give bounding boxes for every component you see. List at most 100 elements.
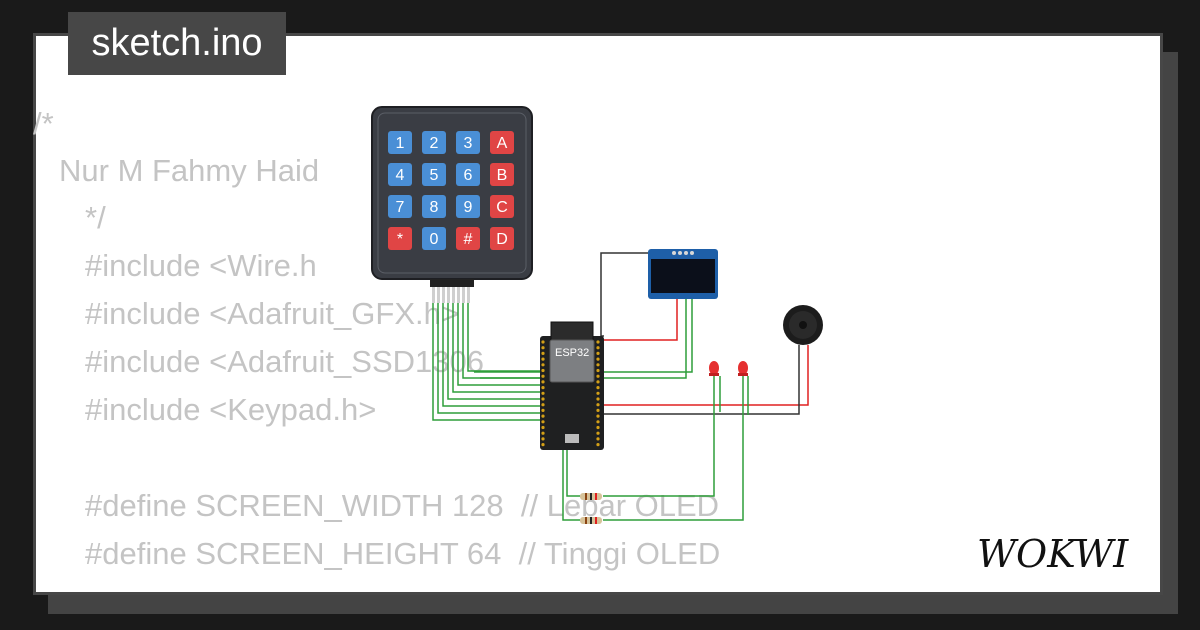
keypad-key-label: C	[496, 199, 508, 216]
wire	[603, 376, 715, 497]
esp32-pin	[541, 363, 545, 367]
preview-card	[33, 33, 1163, 595]
keypad-key[interactable]: 4	[388, 163, 412, 186]
led-2[interactable]	[738, 361, 748, 376]
keypad-key[interactable]: 8	[422, 195, 446, 218]
esp32-pin	[596, 443, 600, 447]
esp32-pin	[541, 368, 545, 373]
keypad-key-label: 4	[396, 167, 405, 184]
resistor-2[interactable]	[580, 517, 602, 524]
code-line: Nur M Fahmy Haid	[59, 153, 320, 188]
esp32-pin	[596, 351, 600, 355]
esp32-pin	[596, 403, 600, 407]
wire	[457, 303, 541, 386]
keypad-key-label: B	[497, 167, 508, 184]
wire	[452, 303, 541, 393]
oled-pin	[690, 251, 694, 255]
esp32-pin	[541, 414, 545, 418]
keypad-key[interactable]: #	[456, 227, 480, 250]
esp32-pin	[541, 443, 545, 447]
esp32-pin	[541, 431, 545, 435]
keypad-key[interactable]: 3	[456, 131, 480, 154]
wire	[447, 303, 541, 400]
keypad-key[interactable]: 9	[456, 195, 480, 218]
keypad-key[interactable]: D	[490, 227, 514, 250]
keypad-key-label: 9	[464, 199, 473, 216]
esp32-pin	[541, 351, 545, 355]
keypad-key-label: 0	[430, 231, 439, 248]
esp32-pin	[596, 363, 600, 367]
buzzer[interactable]	[783, 305, 823, 345]
esp32-pin	[596, 374, 600, 378]
code-line: /*	[33, 106, 54, 141]
keypad-pin	[447, 287, 450, 303]
wire	[462, 303, 541, 379]
esp32-pins	[541, 340, 600, 447]
esp32-pin	[541, 346, 545, 350]
esp32-pin	[596, 420, 600, 424]
esp32-pin	[541, 374, 545, 378]
keypad-pin	[432, 287, 435, 303]
keypad-key[interactable]: C	[490, 195, 514, 218]
wire	[604, 345, 800, 415]
keypad-pin	[462, 287, 465, 303]
keypad-key-label: A	[497, 135, 508, 152]
esp32-board[interactable]: ESP32	[540, 321, 604, 450]
esp32-pin	[596, 386, 600, 390]
keypad-key[interactable]: 6	[456, 163, 480, 186]
wokwi-wordmark: WOKWI	[977, 532, 1129, 576]
wire	[604, 345, 809, 406]
esp32-pin	[596, 380, 600, 384]
esp32-pin	[596, 346, 600, 350]
esp32-pin	[541, 403, 545, 407]
led-1[interactable]	[709, 361, 719, 376]
keypad-key-label: #	[464, 231, 473, 248]
wire	[442, 303, 541, 407]
esp32-pin	[541, 397, 545, 401]
esp32-pin	[596, 340, 600, 344]
keypad-key-label: 5	[430, 167, 439, 184]
file-name-tab: sketch.ino	[68, 12, 286, 75]
esp32-pin	[596, 408, 600, 412]
code-line: #define SCREEN_HEIGHT 64 // Tinggi OLED	[85, 536, 721, 571]
keypad-key[interactable]: 2	[422, 131, 446, 154]
wokwi-logo: WOKWI	[977, 532, 1129, 576]
keypad-key[interactable]: 1	[388, 131, 412, 154]
wire	[432, 303, 541, 421]
code-line: #include <Adafruit_GFX.h>	[85, 296, 459, 331]
wire	[562, 450, 580, 521]
keypad-key[interactable]: A	[490, 131, 514, 154]
keypad-key[interactable]: 5	[422, 163, 446, 186]
resistor-1[interactable]	[580, 493, 602, 500]
keypad-key-label: 3	[464, 135, 473, 152]
esp32-pin	[596, 437, 600, 441]
oled-display[interactable]	[648, 249, 718, 299]
keypad-pin	[467, 287, 470, 303]
keypad-key[interactable]: 7	[388, 195, 412, 218]
keypad-key[interactable]: *	[388, 227, 412, 250]
keypad-pins	[432, 287, 470, 303]
keypad-key[interactable]: 0	[422, 227, 446, 250]
esp32-pin	[596, 431, 600, 435]
keypad-key[interactable]: B	[490, 163, 514, 186]
esp32-pin	[596, 357, 600, 361]
keypad-pin	[452, 287, 455, 303]
wires	[432, 252, 809, 521]
esp32-pin	[541, 408, 545, 412]
wire	[603, 376, 744, 521]
wire	[437, 303, 541, 414]
oled-pin	[678, 251, 682, 255]
esp32-pin	[541, 391, 545, 395]
esp32-pin	[541, 437, 545, 441]
keypad-key-label: 1	[396, 135, 405, 152]
oled-pin	[684, 251, 688, 255]
esp32-pin	[596, 391, 600, 395]
wire	[566, 450, 580, 497]
keypad-key-label: 7	[396, 199, 405, 216]
esp32-pin	[596, 397, 600, 401]
keypad-pin	[437, 287, 440, 303]
esp32-pin	[541, 386, 545, 390]
keypad-key-label: *	[397, 231, 403, 248]
